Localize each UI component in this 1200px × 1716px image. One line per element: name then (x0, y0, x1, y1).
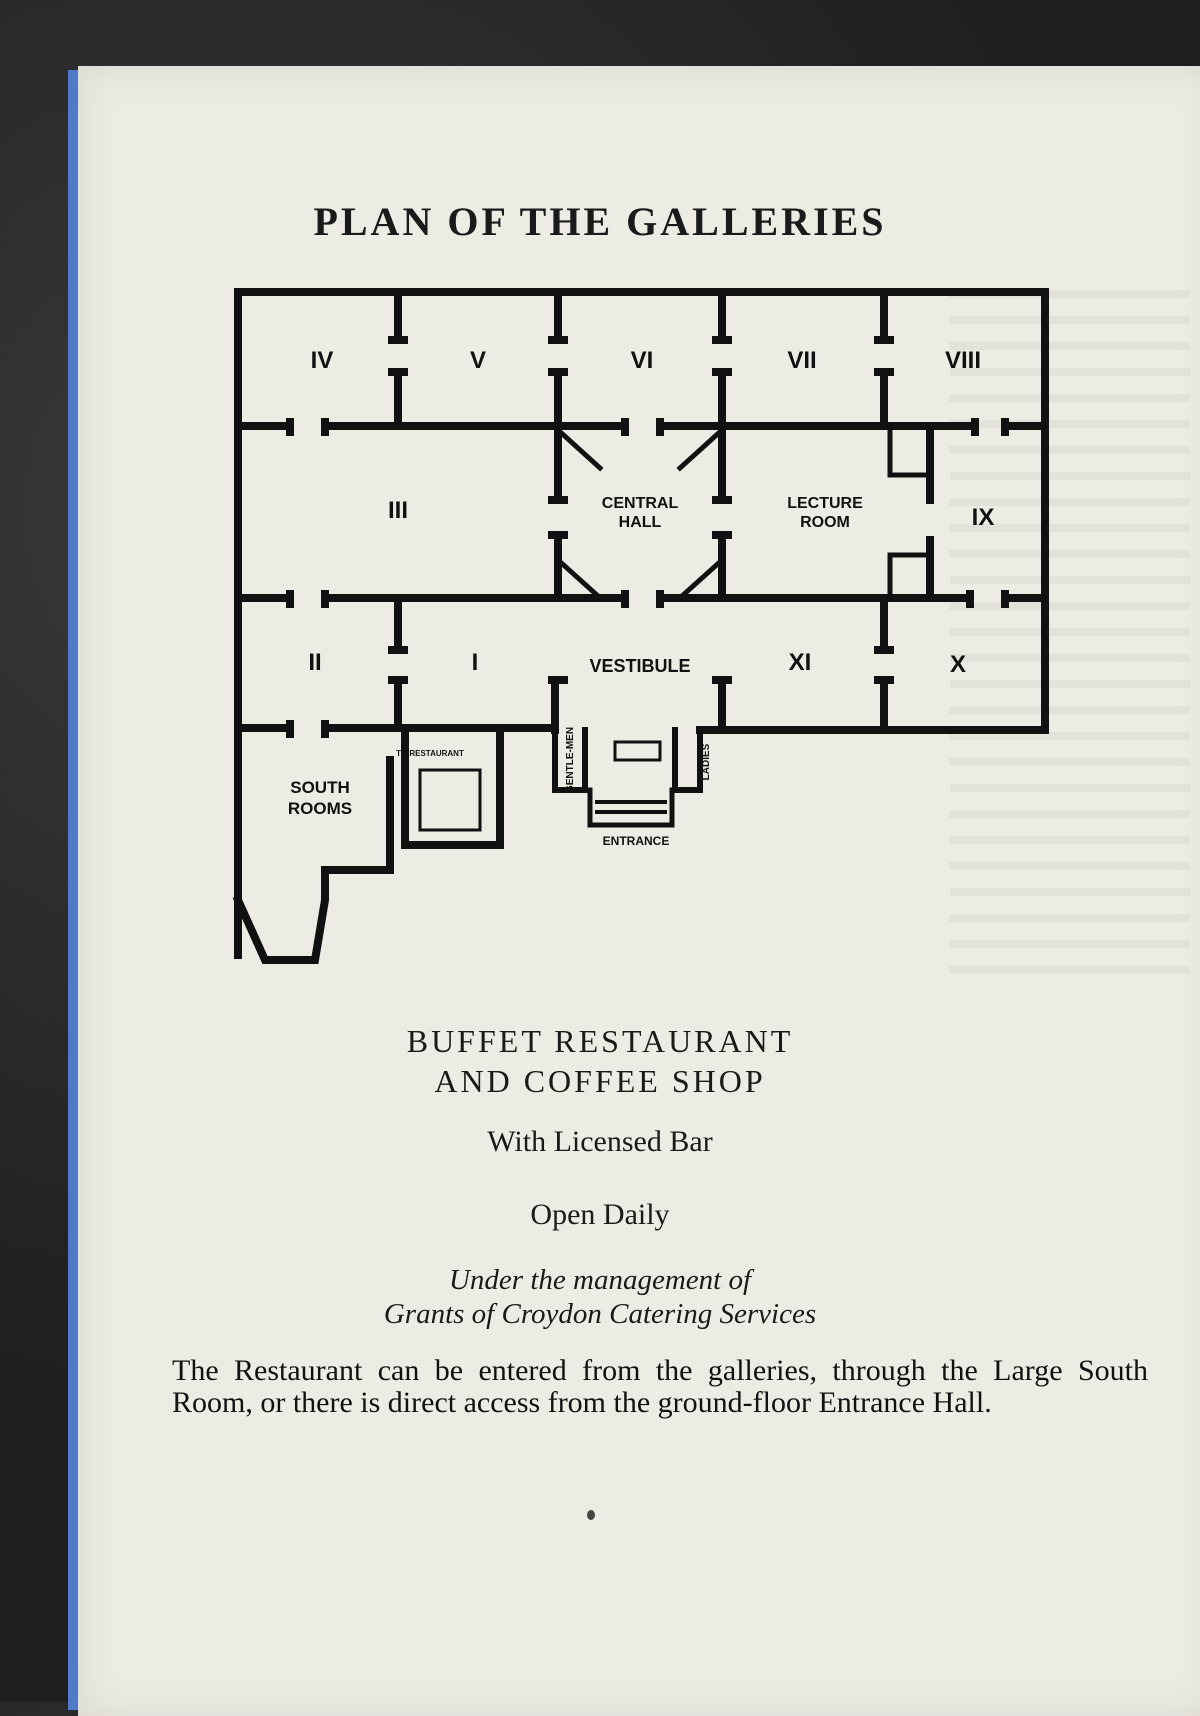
plan-wall (401, 724, 504, 849)
plan-door-jamb (1001, 590, 1009, 608)
room-label-vii: VII (787, 347, 816, 374)
plan-door-jamb (874, 368, 894, 376)
plan-door-jamb (388, 676, 408, 684)
room-label-ix: IX (972, 504, 995, 531)
room-label-central-hall: CENTRAL (602, 495, 679, 512)
plan-stair (595, 810, 667, 814)
restaurant-access-paragraph: The Restaurant can be entered from the g… (172, 1354, 1148, 1419)
plan-wall (552, 727, 588, 793)
management-line1: Under the management of (448, 1264, 752, 1296)
room-label-lecture-room: ROOM (800, 514, 850, 531)
room-label-south-rooms: SOUTH (290, 778, 350, 797)
plan-door-jamb (548, 368, 568, 376)
plan-door-jamb (321, 590, 329, 608)
plan-door-jamb (712, 496, 732, 504)
restaurant-heading-line1: BUFFET RESTAURANT (406, 1023, 794, 1059)
plan-stair (595, 800, 667, 804)
plan-wall (554, 556, 602, 600)
room-label-vi: VI (631, 347, 654, 374)
plan-wall (887, 552, 928, 601)
plan-outer-wall (234, 288, 1049, 734)
room-label-south-rooms: ROOMS (288, 799, 352, 818)
plan-door-jamb (712, 368, 732, 376)
paper-speck (587, 1510, 595, 1520)
plan-door-jamb (712, 336, 732, 344)
plan-wall (232, 866, 329, 964)
label-entrance: ENTRANCE (603, 834, 670, 848)
plan-door-jamb (286, 720, 294, 738)
plan-stair (418, 768, 482, 832)
plan-door-jamb (548, 676, 568, 684)
restaurant-heading-line2: AND COFFEE SHOP (434, 1063, 766, 1099)
room-label-central-hall: HALL (619, 514, 662, 531)
plan-door-jamb (656, 590, 664, 608)
plan-door-jamb (656, 418, 664, 436)
room-label-iii: III (388, 497, 408, 524)
page-title: PLAN OF THE GALLERIES (313, 199, 887, 244)
room-label-lecture-room: LECTURE (787, 495, 863, 512)
plan-door-jamb (388, 646, 408, 654)
plan-door-jamb (621, 590, 629, 608)
plan-door-jamb (712, 676, 732, 684)
plan-door-jamb (971, 418, 979, 436)
page (78, 66, 1200, 1716)
label-to-restaurant: TO RESTAURANT (396, 749, 464, 758)
room-label-i: I (472, 649, 479, 676)
plan-door-jamb (388, 336, 408, 344)
management-line2: Grants of Croydon Catering Services (383, 1298, 817, 1330)
plan-door-jamb (548, 496, 568, 504)
room-label-vestibule: VESTIBULE (589, 656, 690, 676)
plan-door-jamb (388, 368, 408, 376)
plan-door-jamb (321, 720, 329, 738)
plan-door-jamb (548, 336, 568, 344)
plan-door-jamb (286, 418, 294, 436)
room-label-v: V (470, 347, 486, 374)
room-label-viii: VIII (945, 347, 981, 374)
room-label-xi: XI (789, 649, 812, 676)
plan-door-jamb (874, 336, 894, 344)
plan-door-jamb (712, 531, 732, 539)
plan-wall (887, 427, 928, 478)
plan-door-jamb (874, 676, 894, 684)
plan-door-jamb (966, 590, 974, 608)
plan-door-jamb (874, 646, 894, 654)
show-through-text (950, 290, 1190, 990)
plan-wall (554, 426, 604, 472)
plan-door-jamb (286, 590, 294, 608)
gallery-floor-plan: IV V VI VII VIII III CENTRAL HALL LECTUR… (232, 288, 1049, 964)
room-label-iv: IV (311, 347, 334, 374)
plan-door-jamb (321, 418, 329, 436)
plan-wall (587, 787, 675, 828)
plan-wall (672, 727, 703, 793)
plan-door-jamb (621, 418, 629, 436)
room-label-x: X (950, 651, 966, 678)
plan-stair (613, 740, 662, 762)
opening-hours-text: Open Daily (530, 1198, 670, 1231)
label-ladies: LADIES (701, 743, 712, 780)
label-gentlemen: GENTLE-MEN (565, 727, 576, 793)
room-label-ii: II (308, 649, 321, 676)
plan-wall (678, 556, 726, 600)
plan-wall (676, 426, 726, 472)
licensed-bar-text: With Licensed Bar (487, 1125, 713, 1158)
plan-door-jamb (1001, 418, 1009, 436)
plan-door-jamb (548, 531, 568, 539)
